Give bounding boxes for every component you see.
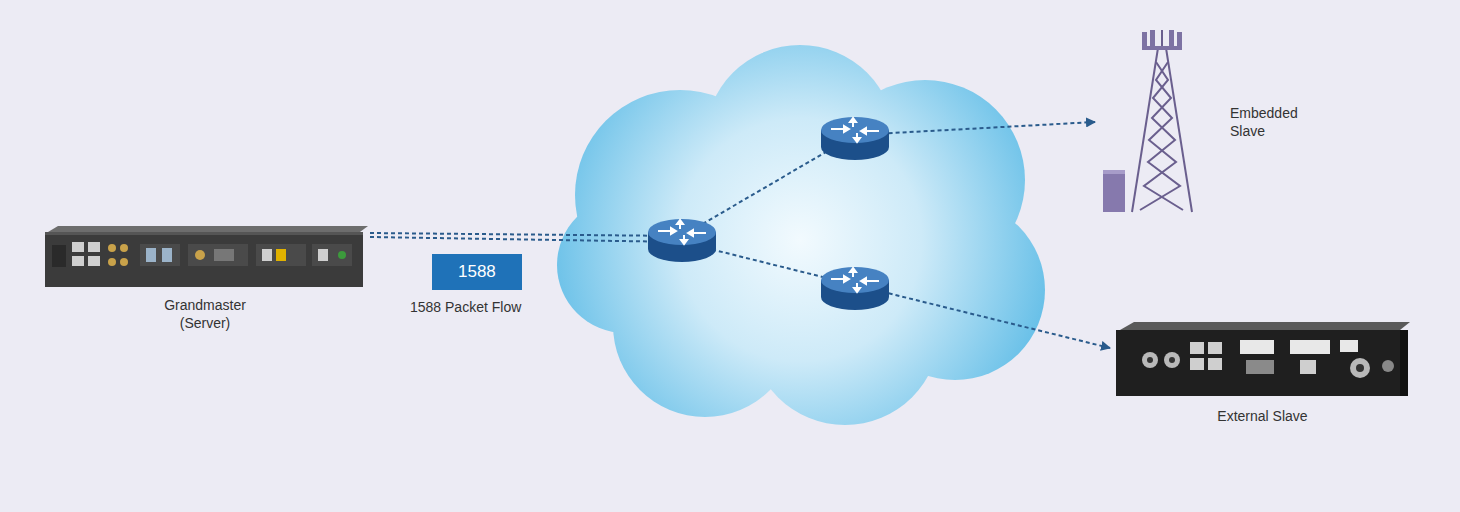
grandmaster-device: Grandmaster (Server) [40,222,370,347]
device-label: External Slave [1110,407,1415,425]
protocol-badge: 1588 [432,254,522,290]
badge-text: 1588 [458,262,496,282]
flow-caption: 1588 Packet Flow [410,298,521,316]
device-label: Grandmaster (Server) [150,296,260,332]
packet-flow-line [370,122,1095,236]
embedded-slave-tower: Embedded Slave [1095,28,1310,220]
packet-flow-line [370,237,1110,348]
external-slave-device: External Slave [1110,315,1415,435]
device-label: Embedded Slave [1230,104,1305,140]
